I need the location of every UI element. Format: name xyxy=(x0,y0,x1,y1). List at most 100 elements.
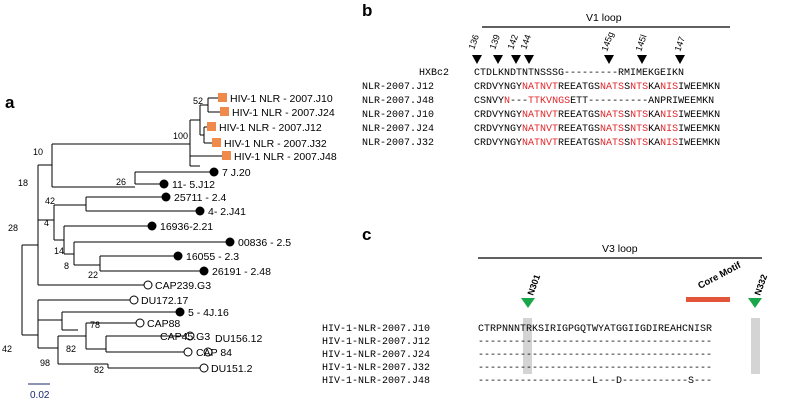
v1-row-name: NLR-2007.J48 xyxy=(362,96,434,107)
v1-row-sequence: CRDVYNGYNATNVTREEATGSNATSSNTSKANISIWEEMK… xyxy=(474,110,720,121)
leaf-label: 11- 5.J12 xyxy=(172,179,215,191)
filled-circle-marker-5-4j16 xyxy=(175,307,185,317)
leaf-label: 16055 - 2.3 xyxy=(186,251,239,263)
svg-text:147: 147 xyxy=(672,35,687,53)
open-circle-marker-cap45 xyxy=(185,331,195,341)
v1-position-142: 142 xyxy=(505,33,521,64)
leaf-label: HIV-1 NLR - 2007.J48 xyxy=(234,151,337,163)
v1-row-name: NLR-2007.J32 xyxy=(362,138,434,149)
v1-position-147: 147 xyxy=(672,35,687,64)
leaf-label: HIV-1 NLR - 2007.J32 xyxy=(224,138,327,150)
bootstrap-value: 42 xyxy=(2,344,12,354)
leaf-label: 4- 2.J41 xyxy=(208,206,246,218)
bootstrap-value: 26 xyxy=(116,177,126,187)
v1-row: NLR-2007.J32 CRDVYNGYNATNVTREEATGSNATSSN… xyxy=(362,138,720,149)
v1-row: NLR-2007.J12 CRDVYNGYNATNVTREEATGSNATSSN… xyxy=(362,82,720,93)
leaf-label: 00836 - 2.5 xyxy=(238,237,291,249)
v3-row: HIV-1-NLR-2007.J24 ---------------------… xyxy=(322,350,712,361)
v1-position-136: 136 xyxy=(466,33,482,64)
v3-row-name: HIV-1-NLR-2007.J10 xyxy=(322,324,430,335)
filled-circle-marker-4-2j41 xyxy=(195,206,205,216)
panel-b-letter: b xyxy=(362,1,372,20)
svg-text:142: 142 xyxy=(505,33,520,51)
v1-position-145l: 145l xyxy=(633,33,649,64)
leaf-label: HIV-1 NLR - 2007.J24 xyxy=(232,107,335,119)
v1-position-139: 139 xyxy=(487,33,503,64)
v3-row: HIV-1-NLR-2007.J10 CTRPNNNTRKSIRIGPGQTWY… xyxy=(322,324,712,335)
filled-circle-marker-16936 xyxy=(147,221,157,231)
bootstrap-value: 18 xyxy=(18,178,28,188)
filled-circle-marker-11-5j12 xyxy=(159,179,169,189)
v1-alignment: HXBc2 CTDLKNDTNTNSSSG---------RMIMEKGEIK… xyxy=(362,68,720,149)
n332-label: N332 xyxy=(752,273,769,297)
v3-row-sequence: --------------------------------------- xyxy=(478,337,712,348)
v1-row-name: NLR-2007.J10 xyxy=(362,110,434,121)
v1-row-sequence: CTDLKNDTNTNSSSG---------RMIMEKGEIKN xyxy=(474,68,684,79)
v1-row: NLR-2007.J24 CRDVYNGYNATNVTREEATGSNATSSN… xyxy=(362,124,720,135)
bootstrap-value: 98 xyxy=(40,358,50,368)
tree-leaf-labels: HIV-1 NLR - 2007.J10 HIV-1 NLR - 2007.J2… xyxy=(141,93,337,375)
scale-bar-label: 0.02 xyxy=(30,390,50,401)
orange-square-marker-j32 xyxy=(212,138,221,147)
v1-position-markers: 136 139 142 144 145g 145l 147 xyxy=(466,30,687,64)
v3-row-sequence: CTRPNNNTRKSIRIGPGQTWYATGGIIGDIREAHCNISR xyxy=(478,324,712,335)
leaf-label: CAP45.G3 xyxy=(160,331,210,343)
filled-circle-marker-25711 xyxy=(161,192,171,202)
orange-square-marker-j10 xyxy=(218,93,227,102)
v1-row-name: NLR-2007.J24 xyxy=(362,124,434,135)
n332-triangle xyxy=(748,298,762,308)
v1-row-sequence: CRDVYNGYNATNVTREEATGSNATSSNTSKANISIWEEMK… xyxy=(474,124,720,135)
svg-text:145g: 145g xyxy=(599,30,615,52)
open-circle-marker-du172 xyxy=(129,295,139,305)
v1-row-sequence: CSNVYN---TTKVNGSETT----------ANPRIWEEMKN xyxy=(474,96,714,107)
orange-square-marker-j48 xyxy=(222,151,231,160)
bootstrap-value: 14 xyxy=(54,246,64,256)
panel-c-letter: c xyxy=(362,225,371,244)
v3-row-name: HIV-1-NLR-2007.J32 xyxy=(322,363,430,374)
v3-loop-title: V3 loop xyxy=(602,243,638,255)
filled-circle-marker-7j20 xyxy=(209,167,219,177)
leaf-label: 7 J.20 xyxy=(222,167,251,179)
svg-text:144: 144 xyxy=(518,33,533,51)
open-circle-markers xyxy=(129,280,213,373)
v1-position-145g: 145g xyxy=(599,30,616,64)
core-motif-label: Core Motif xyxy=(696,259,743,291)
leaf-label: HIV-1 NLR - 2007.J12 xyxy=(219,122,322,134)
n332-highlight-column xyxy=(751,318,760,374)
leaf-label: CAP88 xyxy=(147,318,180,330)
core-motif-bar xyxy=(686,297,730,302)
bootstrap-value: 52 xyxy=(193,96,203,106)
bootstrap-value: 8 xyxy=(64,261,69,271)
leaf-label: 5 - 4J.16 xyxy=(188,307,229,319)
bootstrap-values: 52 100 10 18 26 42 28 4 14 8 22 42 98 78… xyxy=(2,96,203,375)
v1-loop-title: V1 loop xyxy=(586,12,622,24)
filled-circle-marker-00836 xyxy=(225,237,235,247)
n301-marker: N301 xyxy=(521,273,542,308)
open-circle-marker-du151 xyxy=(199,363,209,373)
bootstrap-value: 10 xyxy=(33,147,43,157)
n301-triangle xyxy=(521,298,535,308)
svg-text:139: 139 xyxy=(487,33,502,51)
leaf-label: 25711 - 2.4 xyxy=(174,192,227,204)
v1-row: HXBc2 CTDLKNDTNTNSSSG---------RMIMEKGEIK… xyxy=(419,68,684,79)
filled-circle-marker-26191 xyxy=(199,266,209,276)
v3-row-sequence: --------------------------------------- xyxy=(478,363,712,374)
bootstrap-value: 78 xyxy=(90,320,100,330)
leaf-label: CAP239.G3 xyxy=(155,280,211,292)
v3-alignment: HIV-1-NLR-2007.J10 CTRPNNNTRKSIRIGPGQTWY… xyxy=(322,324,712,387)
v1-row-sequence: CRDVYNGYNATNVTREEATGSNATSSNTSKANISIWEEMK… xyxy=(474,138,720,149)
orange-square-marker-j12 xyxy=(207,122,216,131)
leaf-label: CAP 84 xyxy=(196,347,232,359)
v3-row: HIV-1-NLR-2007.J32 ---------------------… xyxy=(322,363,712,374)
n332-marker: N332 xyxy=(748,273,769,308)
bootstrap-value: 82 xyxy=(94,365,104,375)
bootstrap-value: 82 xyxy=(66,344,76,354)
v3-row-sequence: -------------------L---D-----------S--- xyxy=(478,376,712,387)
leaf-label: DU172.17 xyxy=(141,295,188,307)
leaf-label: 26191 - 2.48 xyxy=(212,266,271,278)
v1-row-name: HXBc2 xyxy=(419,68,449,79)
open-circle-marker-cap88 xyxy=(135,318,145,328)
bootstrap-value: 100 xyxy=(173,131,188,141)
v3-row: HIV-1-NLR-2007.J48 -------------------L-… xyxy=(322,376,712,387)
